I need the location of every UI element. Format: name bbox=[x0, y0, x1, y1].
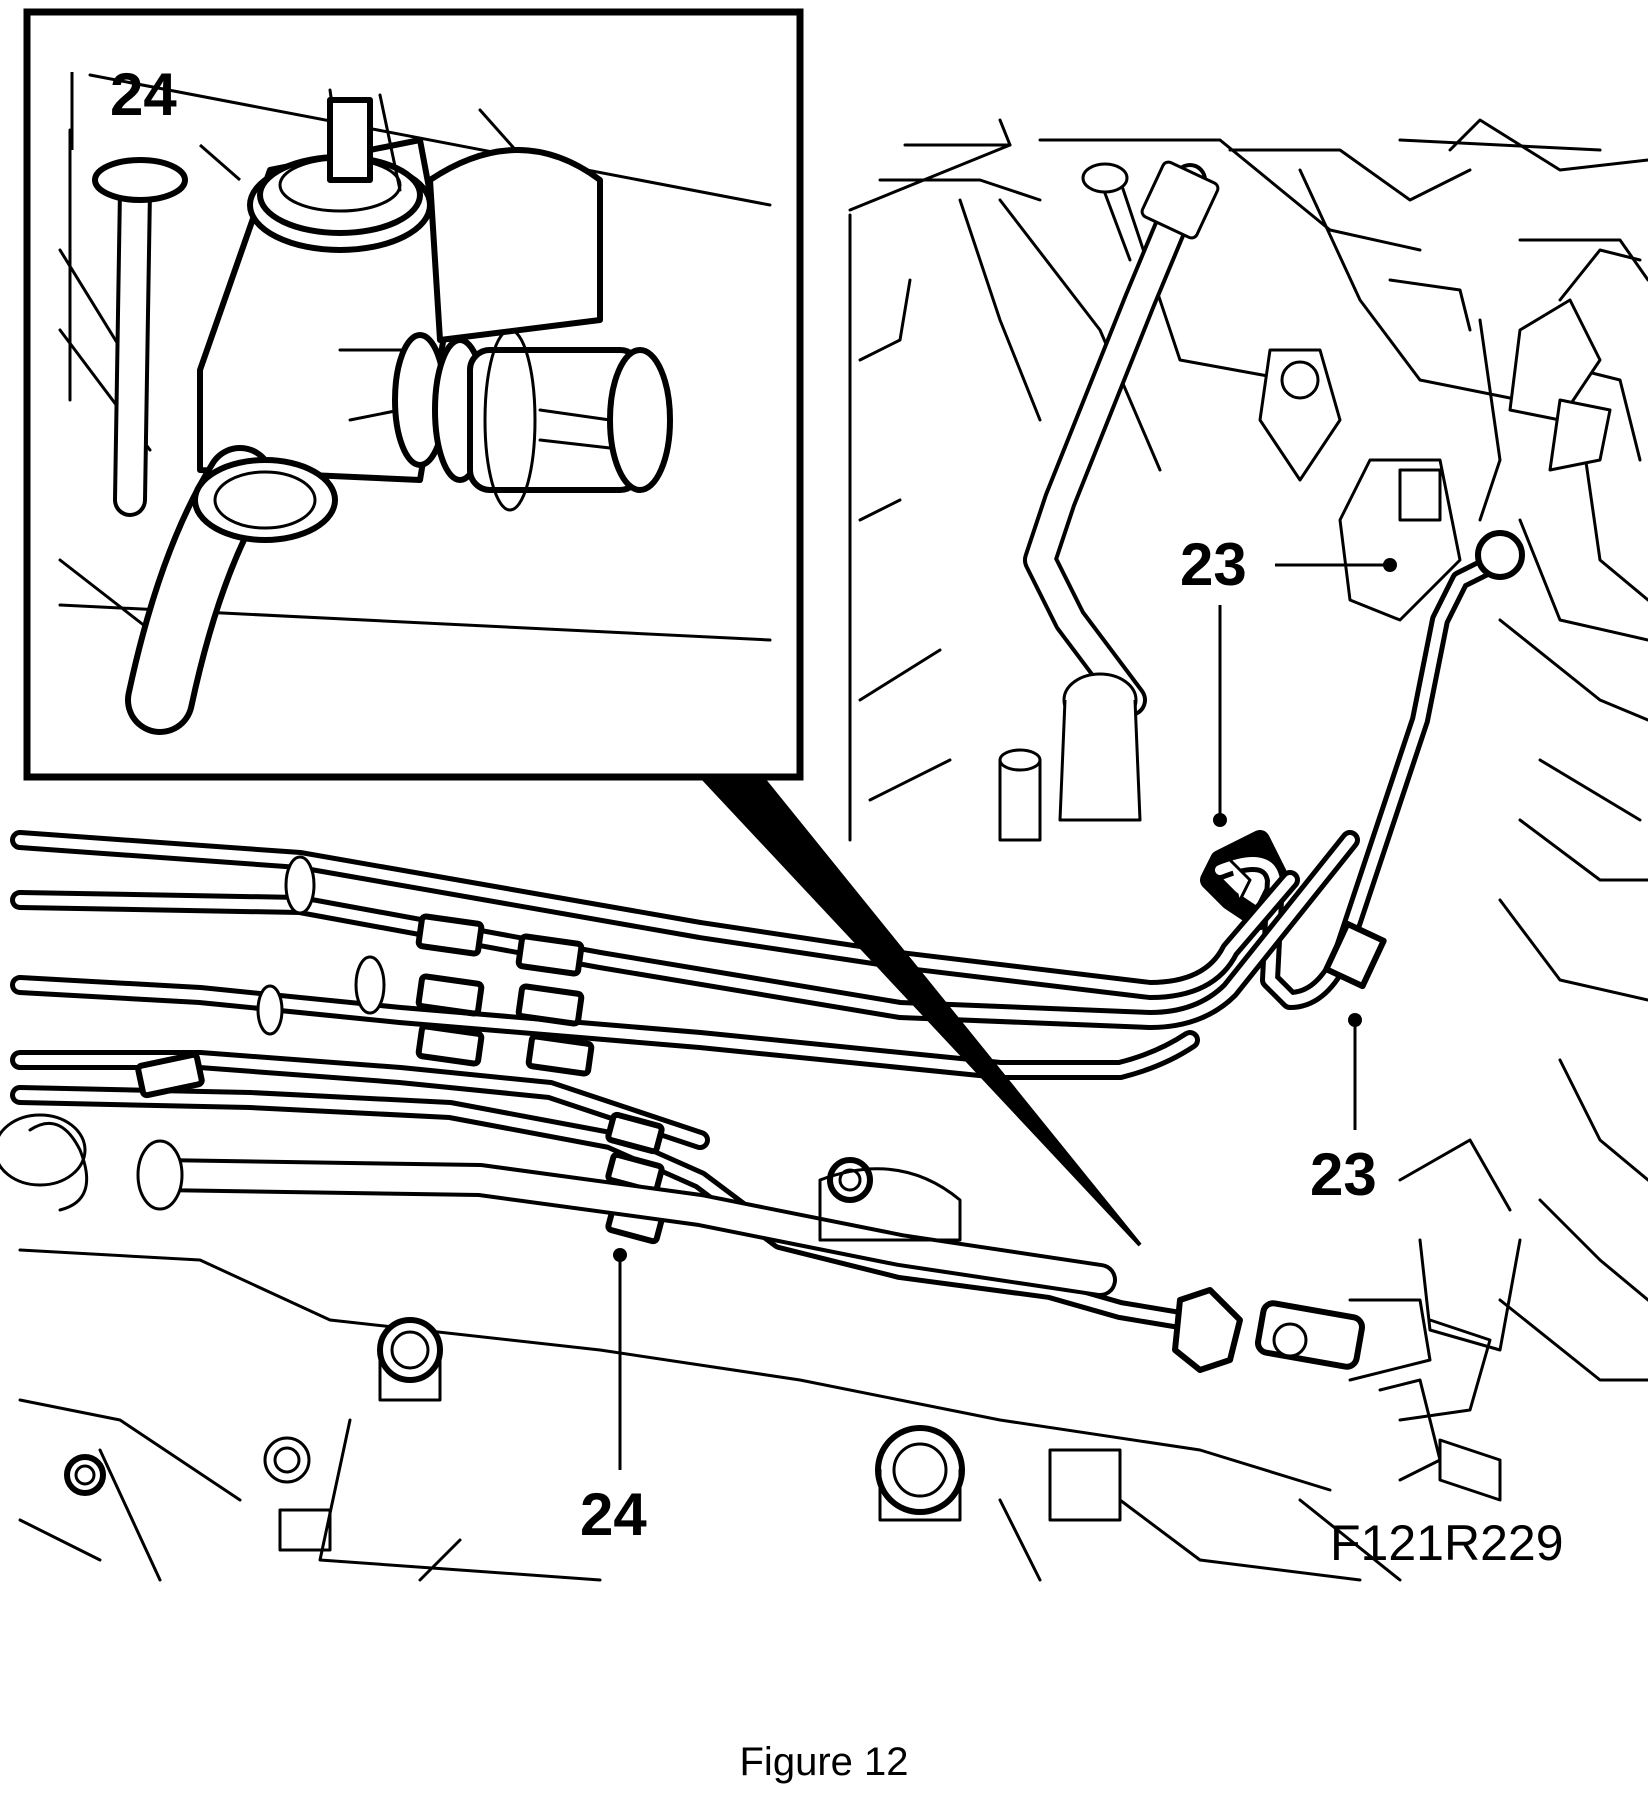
callout-23-top: 23 bbox=[1180, 531, 1247, 598]
callout-23-bottom: 23 bbox=[1310, 1141, 1377, 1208]
inset-leader-24 bbox=[199, 143, 241, 182]
upper-hose bbox=[1023, 160, 1220, 717]
lower-engine bbox=[0, 1113, 1522, 1582]
callouts: 23 23 24 F121R229 bbox=[580, 531, 1564, 1571]
left-sensor bbox=[998, 672, 1142, 842]
callout-24-main: 24 bbox=[580, 1481, 647, 1548]
figure-code: F121R229 bbox=[1330, 1515, 1564, 1571]
inset-callout-24: 24 bbox=[110, 61, 177, 128]
figure-caption: Figure 12 bbox=[739, 1740, 909, 1784]
top-connector bbox=[1258, 348, 1342, 482]
right-fitting bbox=[1172, 1138, 1522, 1502]
engine-bay-view bbox=[0, 118, 1648, 1582]
detail-inset: 24 bbox=[23, 8, 1142, 1247]
hose-bundle bbox=[10, 830, 1360, 1330]
bolt-1 bbox=[377, 1317, 443, 1402]
connector-block bbox=[1338, 298, 1612, 622]
bolt-5 bbox=[263, 1436, 332, 1552]
bolt-2 bbox=[875, 1425, 965, 1522]
square-block bbox=[1048, 1448, 1122, 1522]
bolt-3 bbox=[818, 1157, 962, 1242]
bolt-4 bbox=[64, 1454, 106, 1496]
engine-block-outline bbox=[848, 118, 1648, 1382]
